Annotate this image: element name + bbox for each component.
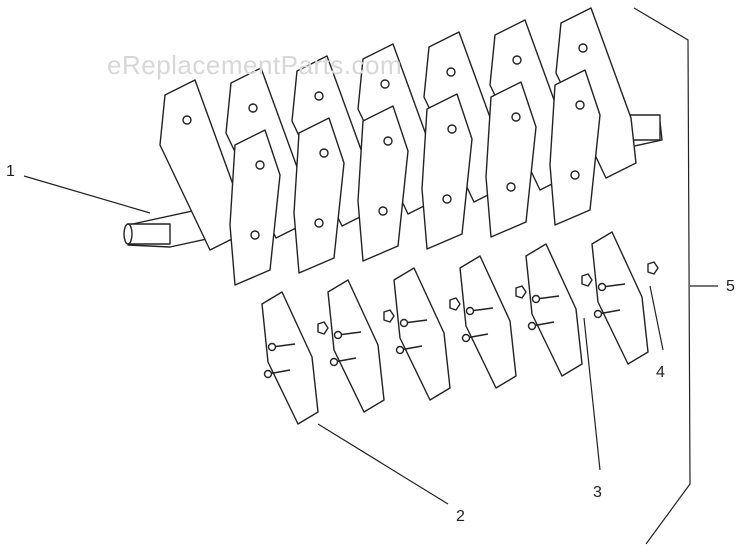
bolt-head (593, 309, 603, 319)
bolt-head (465, 306, 475, 316)
tine-plate-front (229, 129, 281, 286)
callout-5: 5 (726, 278, 735, 295)
tine-plate-front (421, 93, 473, 250)
bolt-head (512, 55, 522, 65)
bolt-head (383, 136, 393, 146)
bolt-head (182, 115, 192, 125)
bolt-head (319, 148, 329, 158)
nut (383, 309, 395, 323)
bolt-head (461, 333, 471, 343)
bolt-head (267, 342, 277, 352)
leader-line-1 (23, 175, 151, 214)
blade (327, 279, 385, 413)
nut (449, 297, 461, 311)
bolt-head (399, 318, 409, 328)
bolt-head (447, 124, 457, 134)
leader-line-3 (583, 317, 601, 471)
bolt-head (395, 345, 405, 355)
bolt-head (511, 112, 521, 122)
bolt-head (527, 321, 537, 331)
bolt-head (314, 91, 324, 101)
nut (317, 321, 329, 335)
bolt-head (575, 100, 585, 110)
tine-plate-rear (555, 7, 637, 179)
blade (459, 255, 517, 389)
bolt-head (250, 230, 260, 240)
nut (647, 261, 659, 275)
blade (261, 291, 319, 425)
bolt-head (578, 43, 588, 53)
bolt-head (442, 194, 452, 204)
bolt-head (329, 357, 339, 367)
callout-3: 3 (593, 484, 602, 501)
bolt-head (570, 170, 580, 180)
bolt-head (378, 206, 388, 216)
bolt-head (506, 182, 516, 192)
bolt-head (446, 67, 456, 77)
bolt-head (314, 218, 324, 228)
tine-plate-front (549, 69, 601, 226)
leader-line-2 (317, 423, 449, 505)
bolt-head (263, 369, 273, 379)
watermark-text: eReplacementParts.com (107, 50, 403, 80)
leader-line-4 (649, 285, 664, 351)
callout-2: 2 (456, 508, 465, 525)
bolt-head (531, 294, 541, 304)
blade (591, 231, 649, 365)
nut (581, 273, 593, 287)
bolt-head (255, 160, 265, 170)
blade (393, 267, 451, 401)
callout-4: 4 (656, 364, 665, 381)
tine-assembly (123, 7, 663, 425)
bolt-head (380, 79, 390, 89)
nut (515, 285, 527, 299)
tine-plate-front (485, 81, 537, 238)
blade (525, 243, 583, 377)
tine-plate-front (357, 105, 409, 262)
bracket-line-5 (633, 7, 691, 545)
callout-1: 1 (6, 163, 15, 180)
tine-plate-front (293, 117, 345, 274)
bolt-head (333, 330, 343, 340)
bolt-head (597, 282, 607, 292)
bolt-head (248, 103, 258, 113)
